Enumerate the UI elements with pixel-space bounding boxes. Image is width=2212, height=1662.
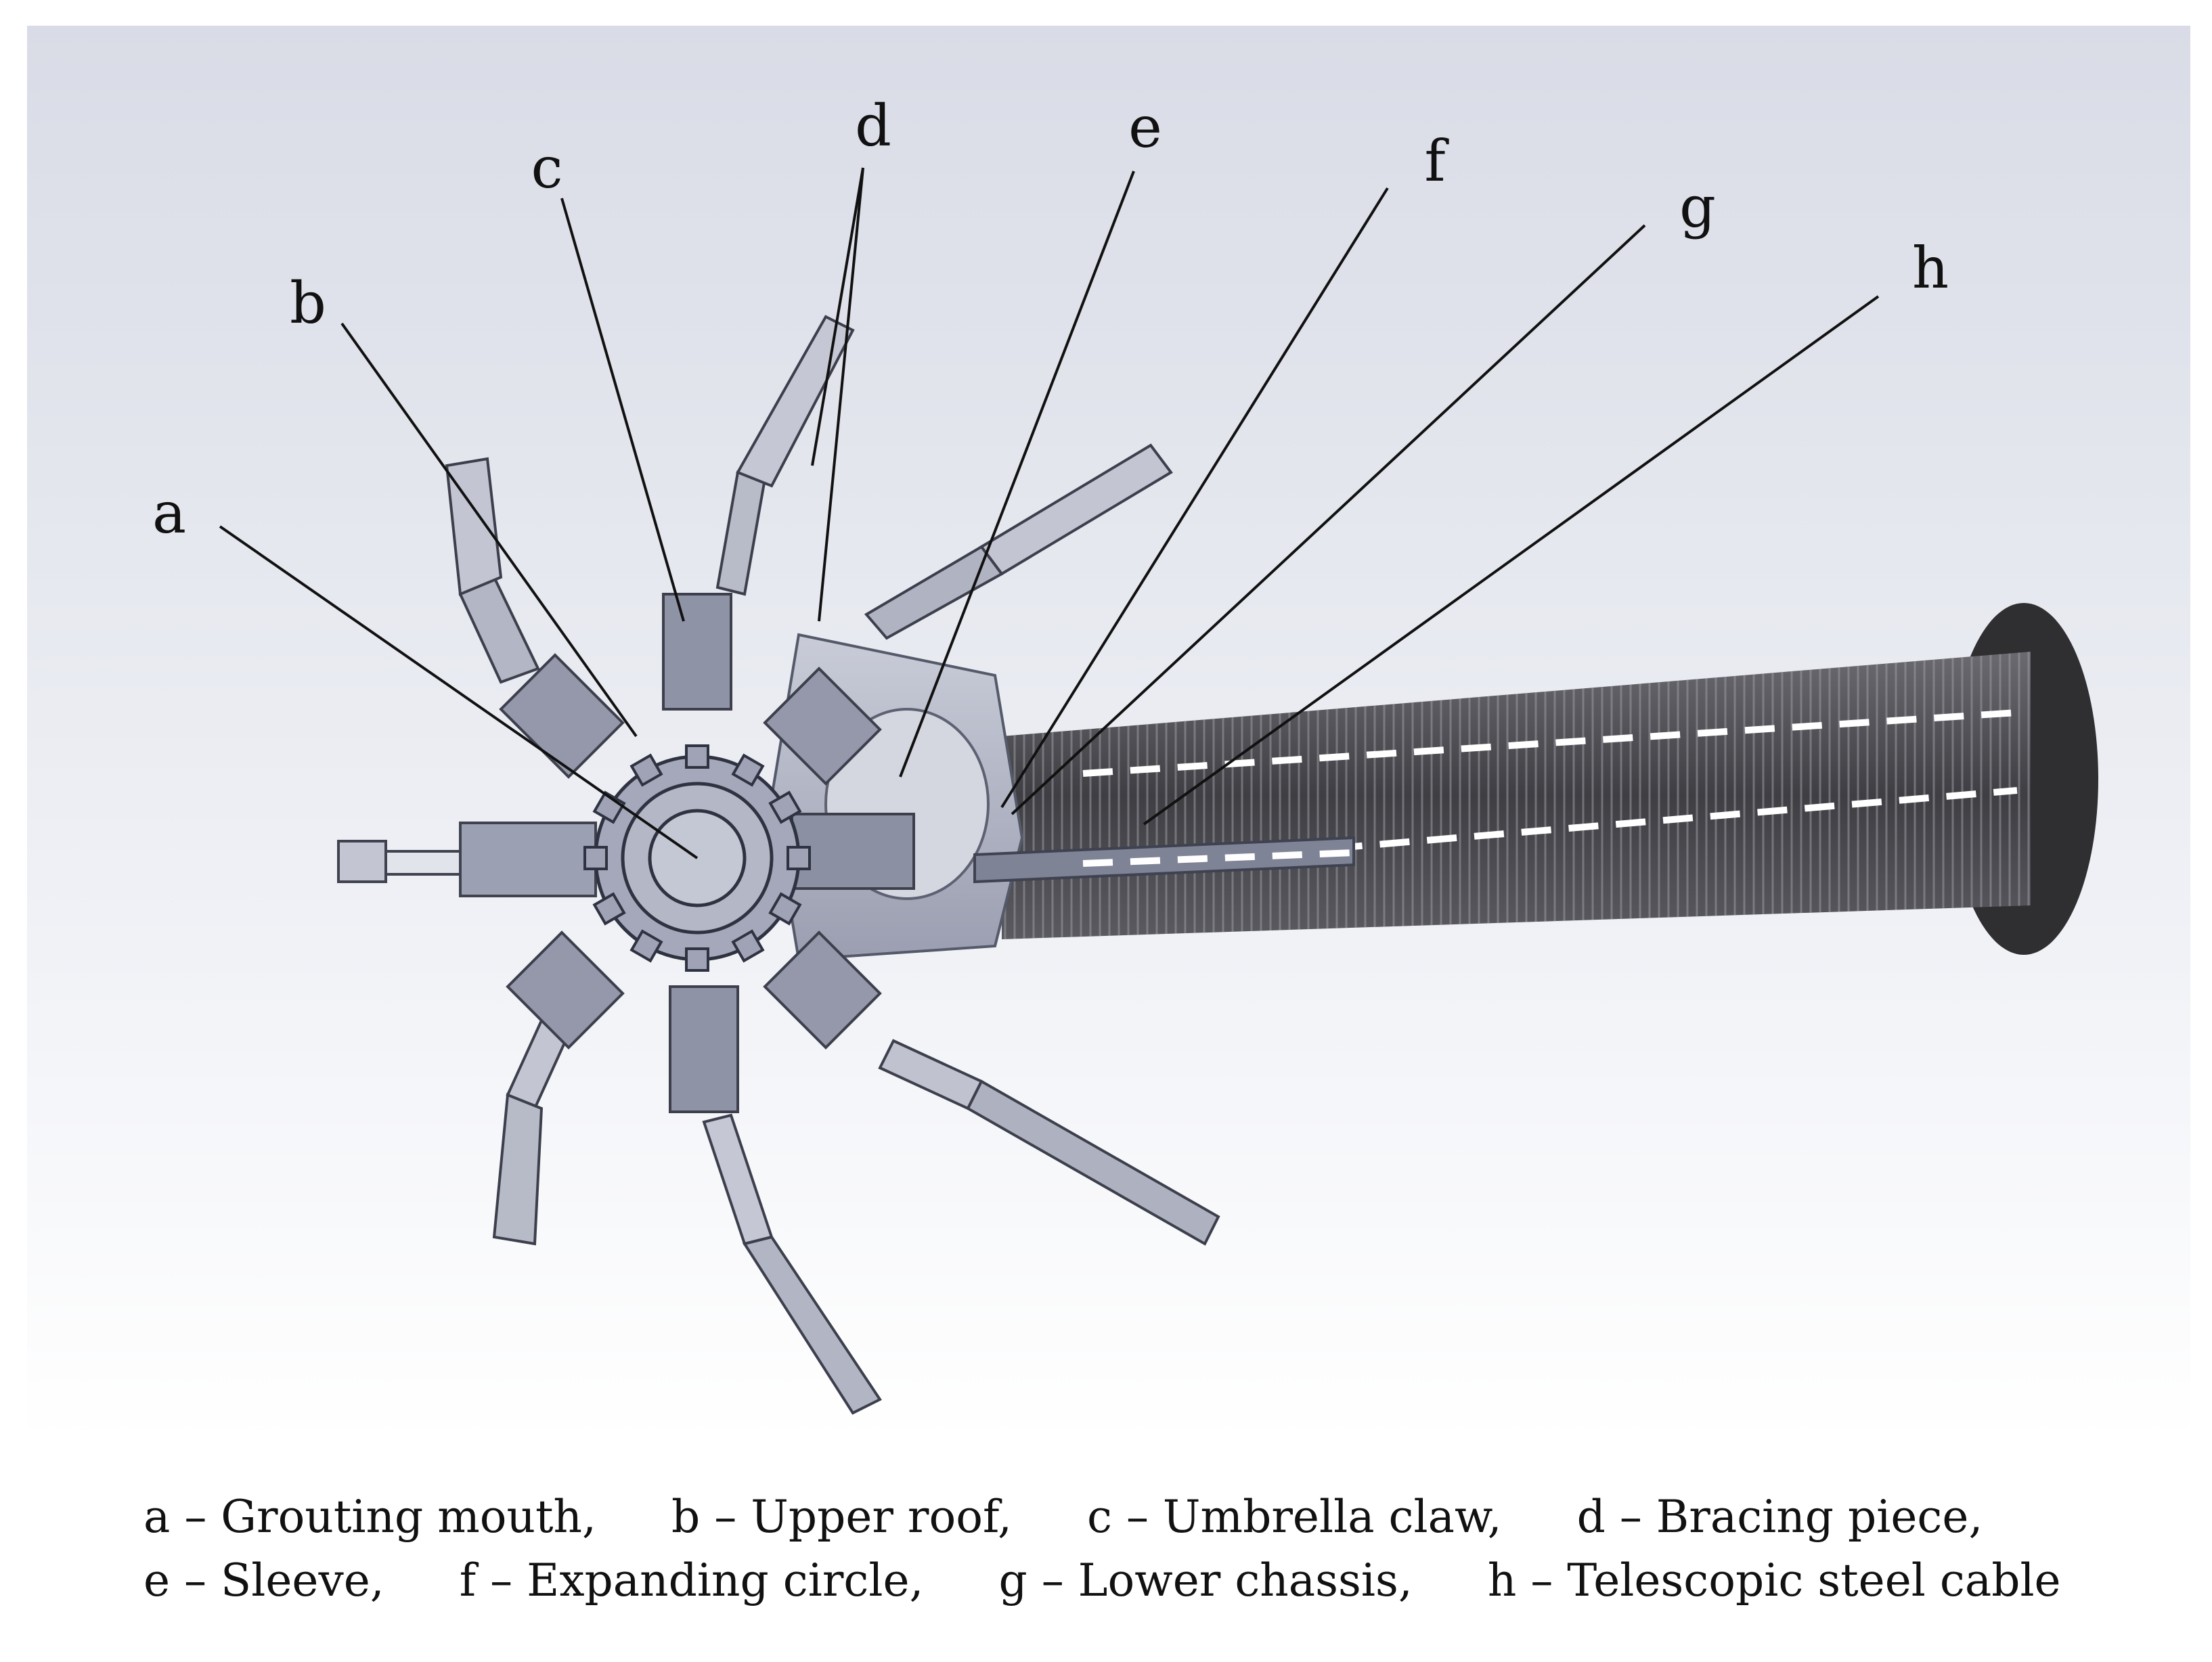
callout-h: h	[1911, 235, 1949, 301]
ring-tooth	[592, 892, 626, 926]
leader-g	[1011, 224, 1646, 815]
ring-tooth	[768, 892, 802, 926]
ring-tooth	[787, 846, 811, 870]
callout-e: e	[1128, 94, 1162, 160]
legend-item-d: d – Bracing piece,	[1576, 1491, 1983, 1543]
telescopic-cable-bar	[973, 836, 1355, 884]
ring-tooth	[583, 846, 608, 870]
callout-g: g	[1679, 174, 1716, 240]
legend-item-a: a – Grouting mouth,	[143, 1491, 597, 1543]
ring-teeth	[583, 744, 811, 972]
callout-b: b	[290, 270, 326, 336]
legend-item-c: c – Umbrella claw,	[1087, 1491, 1502, 1543]
legend-item-b: b – Upper roof,	[671, 1491, 1013, 1543]
dashed-cable-upper	[1082, 709, 2018, 777]
left-stub	[337, 822, 597, 897]
grouting-device-drawing	[27, 26, 2190, 1441]
leader-h	[1143, 295, 1880, 826]
legend-item-e: e – Sleeve,	[143, 1554, 384, 1607]
ring-tooth	[731, 753, 765, 787]
leader-c	[560, 198, 685, 622]
leader-b	[340, 322, 638, 738]
callout-a: a	[152, 480, 187, 546]
leader-lines	[219, 167, 1880, 859]
legend-item-f: f – Expanding circle,	[459, 1554, 924, 1607]
legend-row: e – Sleeve, f – Expanding circle, g – Lo…	[143, 1549, 2147, 1613]
legend: a – Grouting mouth, b – Upper roof, c – …	[143, 1485, 2147, 1613]
ring-tooth	[629, 753, 663, 787]
ring-tooth	[685, 947, 709, 972]
callout-d: d	[855, 93, 891, 159]
ring-tooth	[731, 929, 765, 963]
callout-c: c	[531, 135, 563, 201]
legend-row: a – Grouting mouth, b – Upper roof, c – …	[143, 1485, 2147, 1549]
leader-a	[219, 525, 699, 859]
leader-d-2	[818, 167, 864, 622]
ring-tooth	[592, 790, 626, 824]
ring-tooth	[629, 929, 663, 963]
ring-tooth	[768, 790, 802, 824]
leader-f	[1000, 187, 1389, 809]
legend-item-g: g – Lower chassis,	[998, 1554, 1413, 1607]
legend-item-h: h – Telescopic steel cable	[1487, 1554, 2061, 1607]
cad-viewport: a b c d e f g h	[27, 26, 2190, 1441]
callout-f: f	[1424, 128, 1446, 194]
hub-blocks	[499, 593, 915, 1113]
umbrella-claws	[445, 315, 1220, 1415]
ring-tooth	[685, 744, 709, 769]
leader-d-1	[811, 167, 864, 466]
leader-e	[899, 171, 1135, 778]
